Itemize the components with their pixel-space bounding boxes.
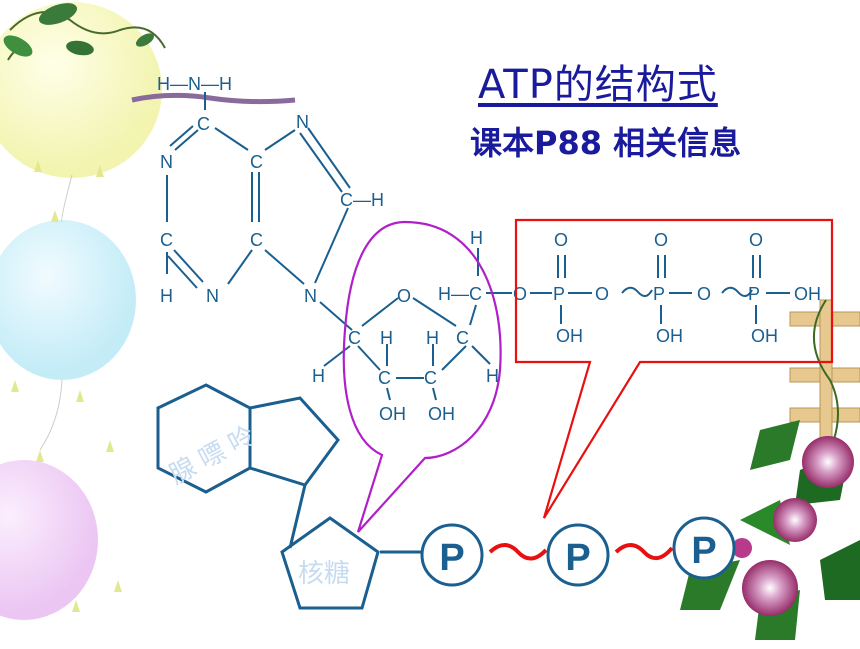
phosphate-bridge-o2: O bbox=[697, 284, 711, 304]
ribose-pentagon bbox=[280, 516, 380, 610]
adenine-c2: C bbox=[160, 230, 173, 250]
adenine-c5: C bbox=[250, 152, 263, 172]
ribose-h-c1: H bbox=[312, 366, 325, 386]
ribose-c5: H—C bbox=[438, 284, 482, 304]
adenine-c6: C bbox=[197, 114, 210, 134]
ribose-h-c3: H bbox=[426, 328, 439, 348]
phosphate-p-label-1: P bbox=[439, 537, 464, 579]
phosphate-p2: P bbox=[653, 284, 665, 304]
blue-balloon bbox=[0, 220, 136, 380]
phosphate-callout bbox=[514, 218, 834, 519]
ribose-c2: C bbox=[378, 368, 391, 388]
high-energy-bond-2 bbox=[614, 543, 674, 560]
phosphate-oh1: OH bbox=[556, 326, 583, 346]
atp-structural-formula bbox=[131, 92, 790, 401]
base-pentagon bbox=[248, 396, 340, 487]
phosphate-p-label-3: P bbox=[691, 530, 716, 572]
adenine-n3: N bbox=[206, 286, 219, 306]
ribose-h-c4: H bbox=[486, 366, 499, 386]
phosphate-oh-end: OH bbox=[794, 284, 821, 304]
ribose-oh2: OH bbox=[379, 404, 406, 424]
sparkles bbox=[11, 160, 122, 612]
base-watermark-label: 腺 嘌 呤 bbox=[164, 420, 260, 490]
adenine-c4: C bbox=[250, 230, 263, 250]
phosphate-circle-2 bbox=[546, 523, 610, 587]
sugar-watermark-label: 核糖 bbox=[298, 558, 350, 588]
vine-decoration bbox=[3, 3, 166, 61]
ribose-h-c5: H bbox=[470, 228, 483, 248]
phosphate-o-top3: O bbox=[749, 230, 763, 250]
phosphate-p-label-2: P bbox=[565, 537, 590, 579]
phosphate-oh3: OH bbox=[751, 326, 778, 346]
ribose-c4: C bbox=[456, 328, 469, 348]
pink-balloon bbox=[0, 460, 98, 620]
phosphate-circle-3 bbox=[672, 516, 736, 580]
phosphate-oh2: OH bbox=[656, 326, 683, 346]
adenine-n1: N bbox=[160, 152, 173, 172]
high-energy-bond-1 bbox=[488, 543, 548, 561]
ribose-callout bbox=[342, 220, 502, 533]
ribose-h-c2: H bbox=[380, 328, 393, 348]
yellow-balloon bbox=[0, 2, 162, 178]
atom-labels: H—N—H C N C N C—H C C H N N O C C C C H … bbox=[157, 74, 821, 424]
phosphate-o-top1: O bbox=[554, 230, 568, 250]
ribose-oh3: OH bbox=[428, 404, 455, 424]
adenine-h2: H bbox=[160, 286, 173, 306]
ribose-o: O bbox=[397, 286, 411, 306]
phosphate-o-top2: O bbox=[654, 230, 668, 250]
adenine-n9: N bbox=[304, 286, 317, 306]
callout-highlights bbox=[342, 218, 834, 533]
phosphate-circle-1 bbox=[420, 523, 484, 587]
amine-label: H—N—H bbox=[157, 74, 232, 94]
ribose-c3: C bbox=[424, 368, 437, 388]
adenine-c8h: C—H bbox=[340, 190, 384, 210]
phosphate-p3: P bbox=[748, 284, 760, 304]
adenine-n7: N bbox=[296, 112, 309, 132]
ribose-c1: C bbox=[348, 328, 361, 348]
trellis-decoration bbox=[789, 299, 860, 471]
phosphate-bridge-o1: O bbox=[595, 284, 609, 304]
amine-highlight bbox=[131, 92, 296, 105]
page-title: ATP的结构式 bbox=[478, 62, 718, 108]
phosphate-p1: P bbox=[553, 284, 565, 304]
page-subtitle: 课本P88 相关信息 bbox=[470, 124, 742, 162]
